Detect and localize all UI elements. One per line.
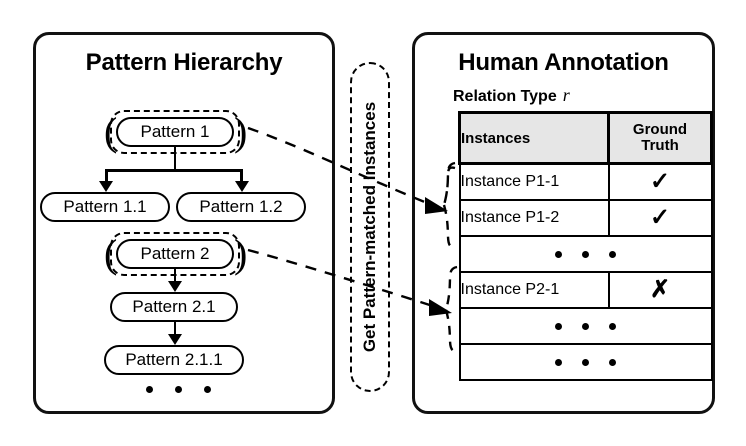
pattern-node-label: Pattern 2.1: [132, 297, 216, 316]
selector-left-paren-1: (: [104, 109, 118, 154]
vertical-label-text: Get Pattern-matched Instances: [360, 101, 380, 353]
connector-pattern1-stem: [173, 147, 177, 172]
column-header-ground: Ground: [632, 121, 688, 139]
column-header-ground-truth: Ground Truth: [607, 111, 713, 165]
table-row[interactable]: Instance P1-2 ✓: [458, 199, 713, 237]
pattern-node-label: Pattern 1.2: [199, 197, 283, 216]
pattern-node-label: Pattern 1.1: [63, 197, 147, 216]
relation-type-symbol: r: [562, 85, 570, 105]
relation-type-subtitle: Relation Type r: [453, 85, 570, 106]
annotation-table: Instances Ground Truth Instance P1-1 ✓ I…: [458, 111, 713, 381]
dot: [555, 359, 562, 366]
check-icon: ✓: [649, 167, 671, 195]
ellipsis-dots: [555, 359, 616, 366]
cell-ellipsis: [458, 235, 713, 273]
arrowhead-to-pattern-2-1-1: [168, 334, 182, 345]
table-row[interactable]: Instance P2-1 ✗: [458, 271, 713, 309]
cell-instance: Instance P2-1: [458, 271, 610, 309]
selector-right-paren-2: ): [234, 231, 248, 276]
pattern-node-label: Pattern 1: [140, 122, 210, 141]
pattern-node-label: Pattern 2: [140, 244, 210, 263]
pattern-node-pattern-2-1[interactable]: Pattern 2.1: [110, 292, 238, 322]
arrowhead-to-pattern-2-1: [168, 281, 182, 292]
cell-ellipsis: [458, 343, 713, 381]
dot: [555, 323, 562, 330]
cell-ground-truth: ✗: [607, 271, 713, 309]
dot: [582, 323, 589, 330]
connector-pattern11-drop: [105, 169, 108, 184]
ellipsis-dots: [555, 323, 616, 330]
dot: [609, 359, 616, 366]
connector-pattern21-to-211: [173, 322, 177, 336]
column-header-truth: Truth: [641, 137, 679, 154]
pattern-node-label: Pattern 2.1.1: [125, 350, 223, 369]
connector-pattern2-to-21: [173, 269, 177, 283]
dot: [609, 251, 616, 258]
cell-instance: Instance P1-2: [458, 199, 610, 237]
connector-pattern12-drop: [240, 169, 243, 184]
cell-instance: Instance P1-1: [458, 162, 610, 201]
arrowhead-to-pattern-1-2: [234, 181, 249, 192]
pattern-hierarchy-ellipsis: [146, 386, 211, 393]
dot: [555, 251, 562, 258]
table-row-ellipsis: [458, 307, 713, 345]
table-row-ellipsis: [458, 235, 713, 273]
arrowhead-to-pattern-1-1: [99, 181, 114, 192]
dot: [609, 323, 616, 330]
selector-right-paren-1: ): [234, 109, 248, 154]
pattern-node-pattern-2[interactable]: Pattern 2: [116, 239, 234, 269]
table-body: Instance P1-1 ✓ Instance P1-2 ✓: [458, 162, 713, 381]
get-pattern-matched-instances-box: [350, 62, 390, 392]
cell-ground-truth: ✓: [607, 199, 713, 237]
connector-pattern1-crossbar: [105, 169, 243, 172]
dot: [146, 386, 153, 393]
cross-icon: ✗: [649, 275, 671, 303]
check-icon: ✓: [649, 203, 671, 231]
pattern-node-pattern-1-1[interactable]: Pattern 1.1: [40, 192, 170, 222]
pattern-node-pattern-1[interactable]: Pattern 1: [116, 117, 234, 147]
pattern-node-pattern-1-2[interactable]: Pattern 1.2: [176, 192, 306, 222]
ellipsis-dots: [555, 251, 616, 258]
table-row-ellipsis: [458, 343, 713, 381]
get-pattern-matched-instances-label: Get Pattern-matched Instances: [350, 62, 390, 392]
dot: [582, 359, 589, 366]
dot: [582, 251, 589, 258]
table-header-row: Instances Ground Truth: [458, 111, 713, 165]
column-header-instances: Instances: [458, 111, 610, 165]
table-row[interactable]: Instance P1-1 ✓: [458, 162, 713, 201]
table-header: Instances Ground Truth: [458, 111, 713, 165]
cell-ground-truth: ✓: [607, 162, 713, 201]
selector-left-paren-2: (: [104, 231, 118, 276]
dot: [204, 386, 211, 393]
pattern-node-pattern-2-1-1[interactable]: Pattern 2.1.1: [104, 345, 244, 375]
cell-ellipsis: [458, 307, 713, 345]
page-title-human-annotation: Human Annotation: [458, 49, 669, 76]
relation-type-label: Relation Type: [453, 88, 557, 105]
dot: [175, 386, 182, 393]
page-title-pattern-hierarchy: Pattern Hierarchy: [85, 49, 283, 76]
